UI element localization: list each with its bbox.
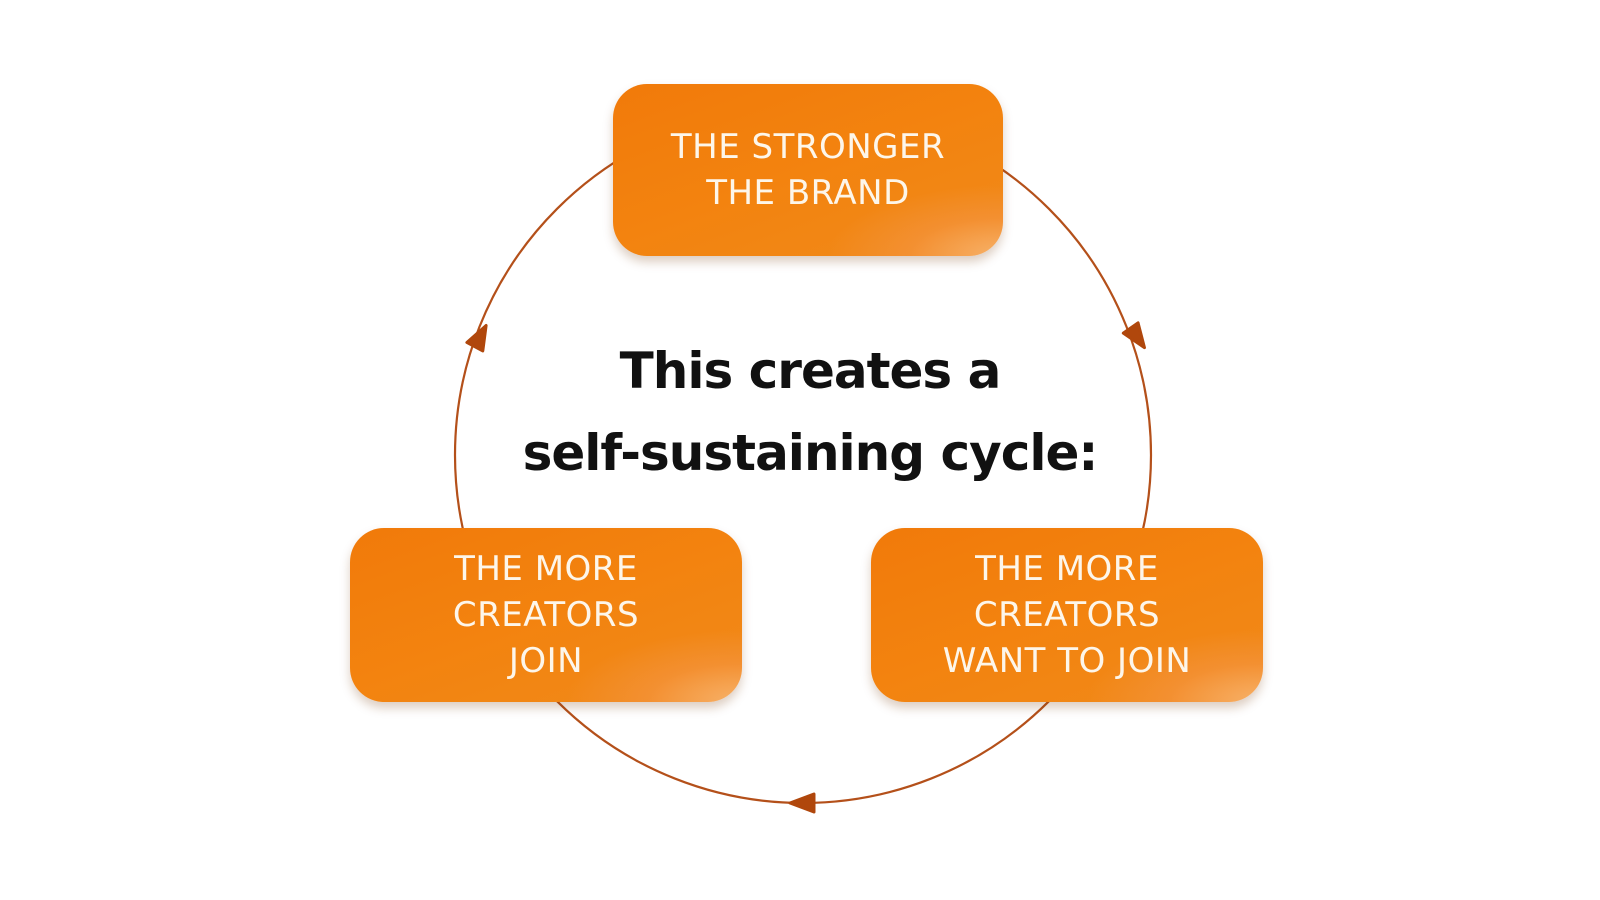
node-label: THE MORE CREATORS WANT TO JOIN <box>942 549 1192 681</box>
node-label: THE STRONGER THE BRAND <box>670 127 946 213</box>
center-heading-line-2: self-sustaining cycle: <box>522 424 1099 482</box>
node-label: THE MORE CREATORS JOIN <box>452 549 640 681</box>
node-creators-join: THE MORE CREATORS JOIN <box>350 528 742 702</box>
arrow-top-to-right-icon <box>1121 321 1146 350</box>
node-stronger-brand: THE STRONGER THE BRAND <box>613 84 1003 256</box>
node-creators-want-to-join: THE MORE CREATORS WANT TO JOIN <box>871 528 1263 702</box>
arrow-left-to-top-icon <box>465 324 488 353</box>
center-heading-line-1: This creates a <box>619 342 1002 400</box>
center-heading: This creates a self-sustaining cycle: <box>500 330 1120 494</box>
arrow-right-to-left-icon <box>788 792 816 814</box>
